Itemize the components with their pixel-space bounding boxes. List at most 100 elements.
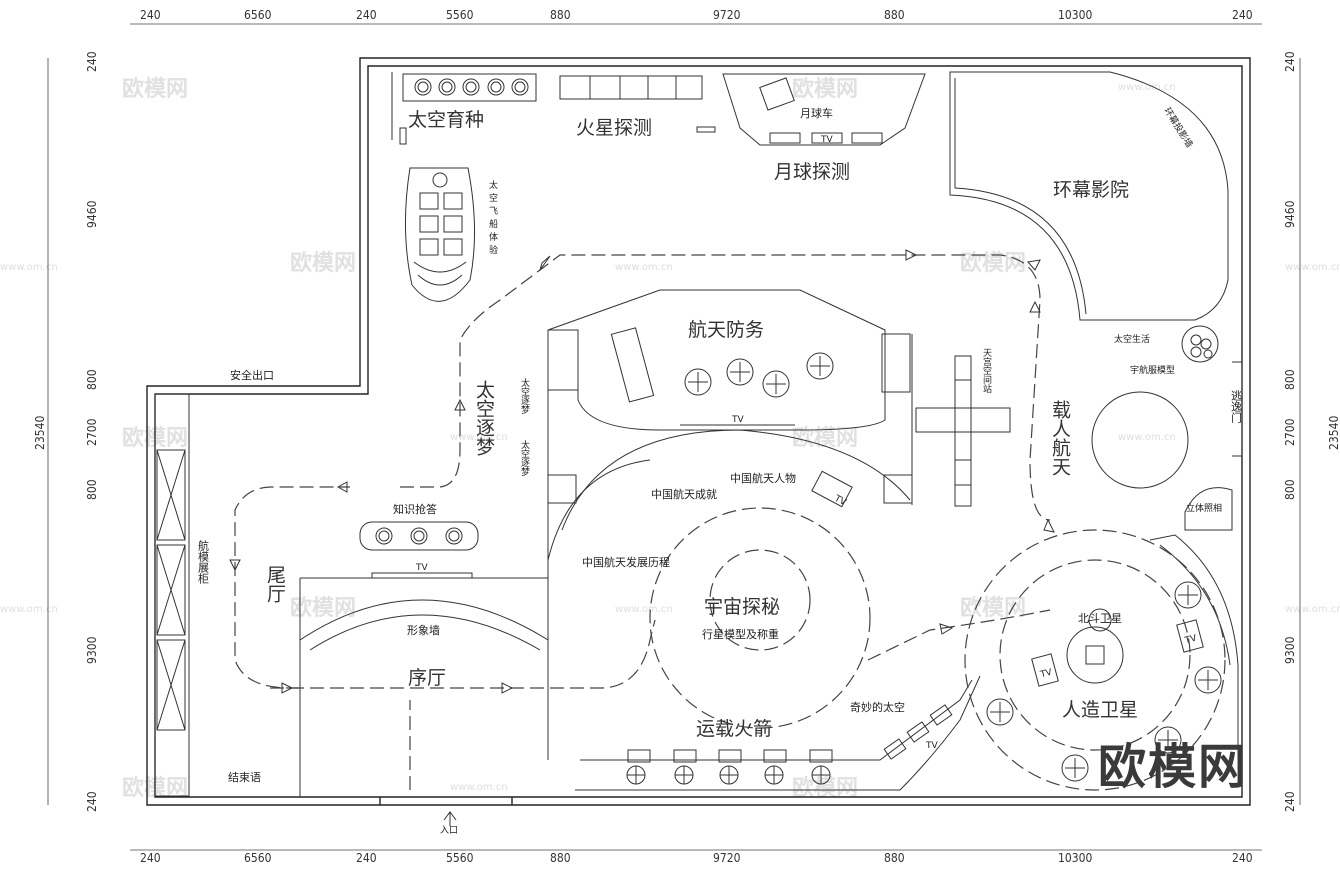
dim-label: 240	[85, 791, 99, 812]
exhibit-rocket	[626, 704, 953, 785]
watermarks: 欧模网 欧模网 欧模网 欧模网 欧模网 欧模网 欧模网 欧模网 欧模网 欧模网 …	[0, 76, 1340, 801]
zone-planet-model: 行星模型及称重	[702, 627, 779, 641]
zone-moon: 月球探测	[774, 161, 850, 183]
dimension-right: 240 9460 800 2700 800 9300 240 23540	[1283, 51, 1340, 812]
watermark-url: www.om.cn	[450, 432, 508, 443]
dim-label: 2700	[85, 418, 99, 446]
dim-label: 880	[550, 851, 571, 865]
model-cabinet	[154, 393, 190, 797]
zone-satellite: 人造卫星	[1062, 699, 1138, 721]
zone-tail-hall: 尾厅	[264, 565, 286, 603]
zone-station: 天宫空间站	[981, 348, 992, 394]
dim-label: 800	[85, 369, 99, 390]
zone-dream: 太空逐梦	[473, 380, 495, 456]
exhibit-station	[915, 355, 1011, 507]
zone-achievement: 中国航天成就	[651, 487, 717, 501]
watermark-text: 欧模网	[290, 595, 356, 621]
dim-label: 5560	[446, 8, 474, 22]
zone-image-wall: 形象墙	[407, 623, 440, 637]
watermark-url: www.om.cn	[1118, 82, 1176, 93]
zone-history: 中国航天发展历程	[582, 555, 670, 569]
dim-label: 880	[884, 8, 905, 22]
dim-label: 9300	[1283, 636, 1297, 664]
dim-label: 9300	[85, 636, 99, 664]
zone-dome-cinema: 环幕影院	[1053, 179, 1129, 201]
watermark-text: 欧模网	[960, 595, 1026, 621]
dim-label: 240	[1283, 791, 1297, 812]
zone-universe: 宇宙探秘	[704, 596, 780, 618]
watermark-url: www.om.cn	[1118, 432, 1176, 443]
exhibit-spacecraft	[404, 167, 476, 302]
zone-prelude: 序厅	[408, 667, 446, 689]
tv-label: TV	[925, 741, 938, 751]
exhibit-quiz	[359, 521, 479, 579]
watermark-text: 欧模网	[960, 250, 1026, 276]
dim-label: 9720	[713, 851, 741, 865]
dim-label: 10300	[1058, 8, 1092, 22]
watermark-text: 欧模网	[122, 76, 188, 102]
watermark-url: www.om.cn	[615, 262, 673, 273]
zone-rocket: 运载火箭	[696, 718, 772, 740]
zone-ending: 结束语	[228, 771, 261, 784]
zone-escape-pod: 逃逸门	[1230, 390, 1243, 424]
dim-label: 6560	[244, 8, 272, 22]
dim-label: 880	[550, 8, 571, 22]
dim-label: 240	[1232, 851, 1253, 865]
watermark-url: www.om.cn	[1285, 604, 1340, 615]
tv-label: TV	[832, 493, 849, 508]
dim-label: 240	[85, 51, 99, 72]
zone-space-life: 太空生活	[1114, 333, 1150, 345]
dim-label: 5560	[446, 851, 474, 865]
dim-label: 9460	[1283, 200, 1297, 228]
dim-label: 800	[85, 479, 99, 500]
dim-total: 23540	[33, 416, 47, 450]
tv-label: TV	[731, 415, 744, 425]
zone-suit-model: 宇航服模型	[1130, 364, 1175, 376]
dim-total: 23540	[1327, 416, 1340, 450]
exhibit-moon: TV	[722, 73, 926, 146]
watermark-url: www.om.cn	[1285, 262, 1340, 273]
zone-stereo-photo: 立体照相	[1186, 502, 1222, 514]
watermark-text: 欧模网	[290, 250, 356, 276]
tv-label: TV	[820, 135, 833, 145]
zone-defense: 航天防务	[688, 319, 764, 341]
zone-manned: 载人航天	[1049, 400, 1071, 476]
zone-mars: 火星探测	[576, 117, 652, 139]
watermark-text: 欧模网	[792, 425, 858, 451]
dim-label: 240	[1232, 8, 1253, 22]
dim-label: 240	[356, 851, 377, 865]
dimension-left: 240 9460 800 2700 800 9300 240 23540	[33, 51, 99, 812]
zone-spacecraft: 太空飞船体验	[487, 179, 498, 258]
watermark-url: www.om.cn	[450, 782, 508, 793]
zone-exit: 安全出口	[230, 368, 274, 382]
exhibit-space-breeding	[399, 73, 537, 145]
dimension-lines	[47, 23, 1301, 851]
exhibit-defense	[610, 327, 834, 426]
zone-quiz: 知识抢答	[393, 502, 437, 516]
dim-label: 880	[884, 851, 905, 865]
visitor-route	[229, 249, 1226, 791]
watermark-url: www.om.cn	[615, 604, 673, 615]
dim-label: 10300	[1058, 851, 1092, 865]
exhibit-satellite	[986, 581, 1222, 782]
dim-label: 2700	[1283, 418, 1297, 446]
zone-space-breeding: 太空育种	[408, 109, 484, 131]
dim-label: 9460	[85, 200, 99, 228]
zone-beidou: 北斗卫星	[1078, 612, 1122, 625]
watermark-url: www.om.cn	[0, 262, 58, 273]
zone-cabinet: 航模展柜	[197, 539, 210, 585]
tv-label: TV	[1183, 633, 1199, 646]
zone-moon-rover: 月球车	[800, 106, 833, 120]
exhibit-mars	[559, 75, 716, 133]
exhibit-universe	[811, 470, 853, 508]
zone-figures: 中国航天人物	[730, 471, 796, 485]
dim-label: 240	[140, 8, 161, 22]
zone-dream-a: 太空逐梦	[519, 377, 530, 415]
zone-wonder: 奇妙的太空	[850, 700, 905, 714]
dim-label: 240	[356, 8, 377, 22]
dim-label: 800	[1283, 369, 1297, 390]
entrance-arrow-icon	[443, 811, 457, 826]
exhibit-space-life	[1181, 325, 1243, 531]
dim-label: 9720	[713, 8, 741, 22]
